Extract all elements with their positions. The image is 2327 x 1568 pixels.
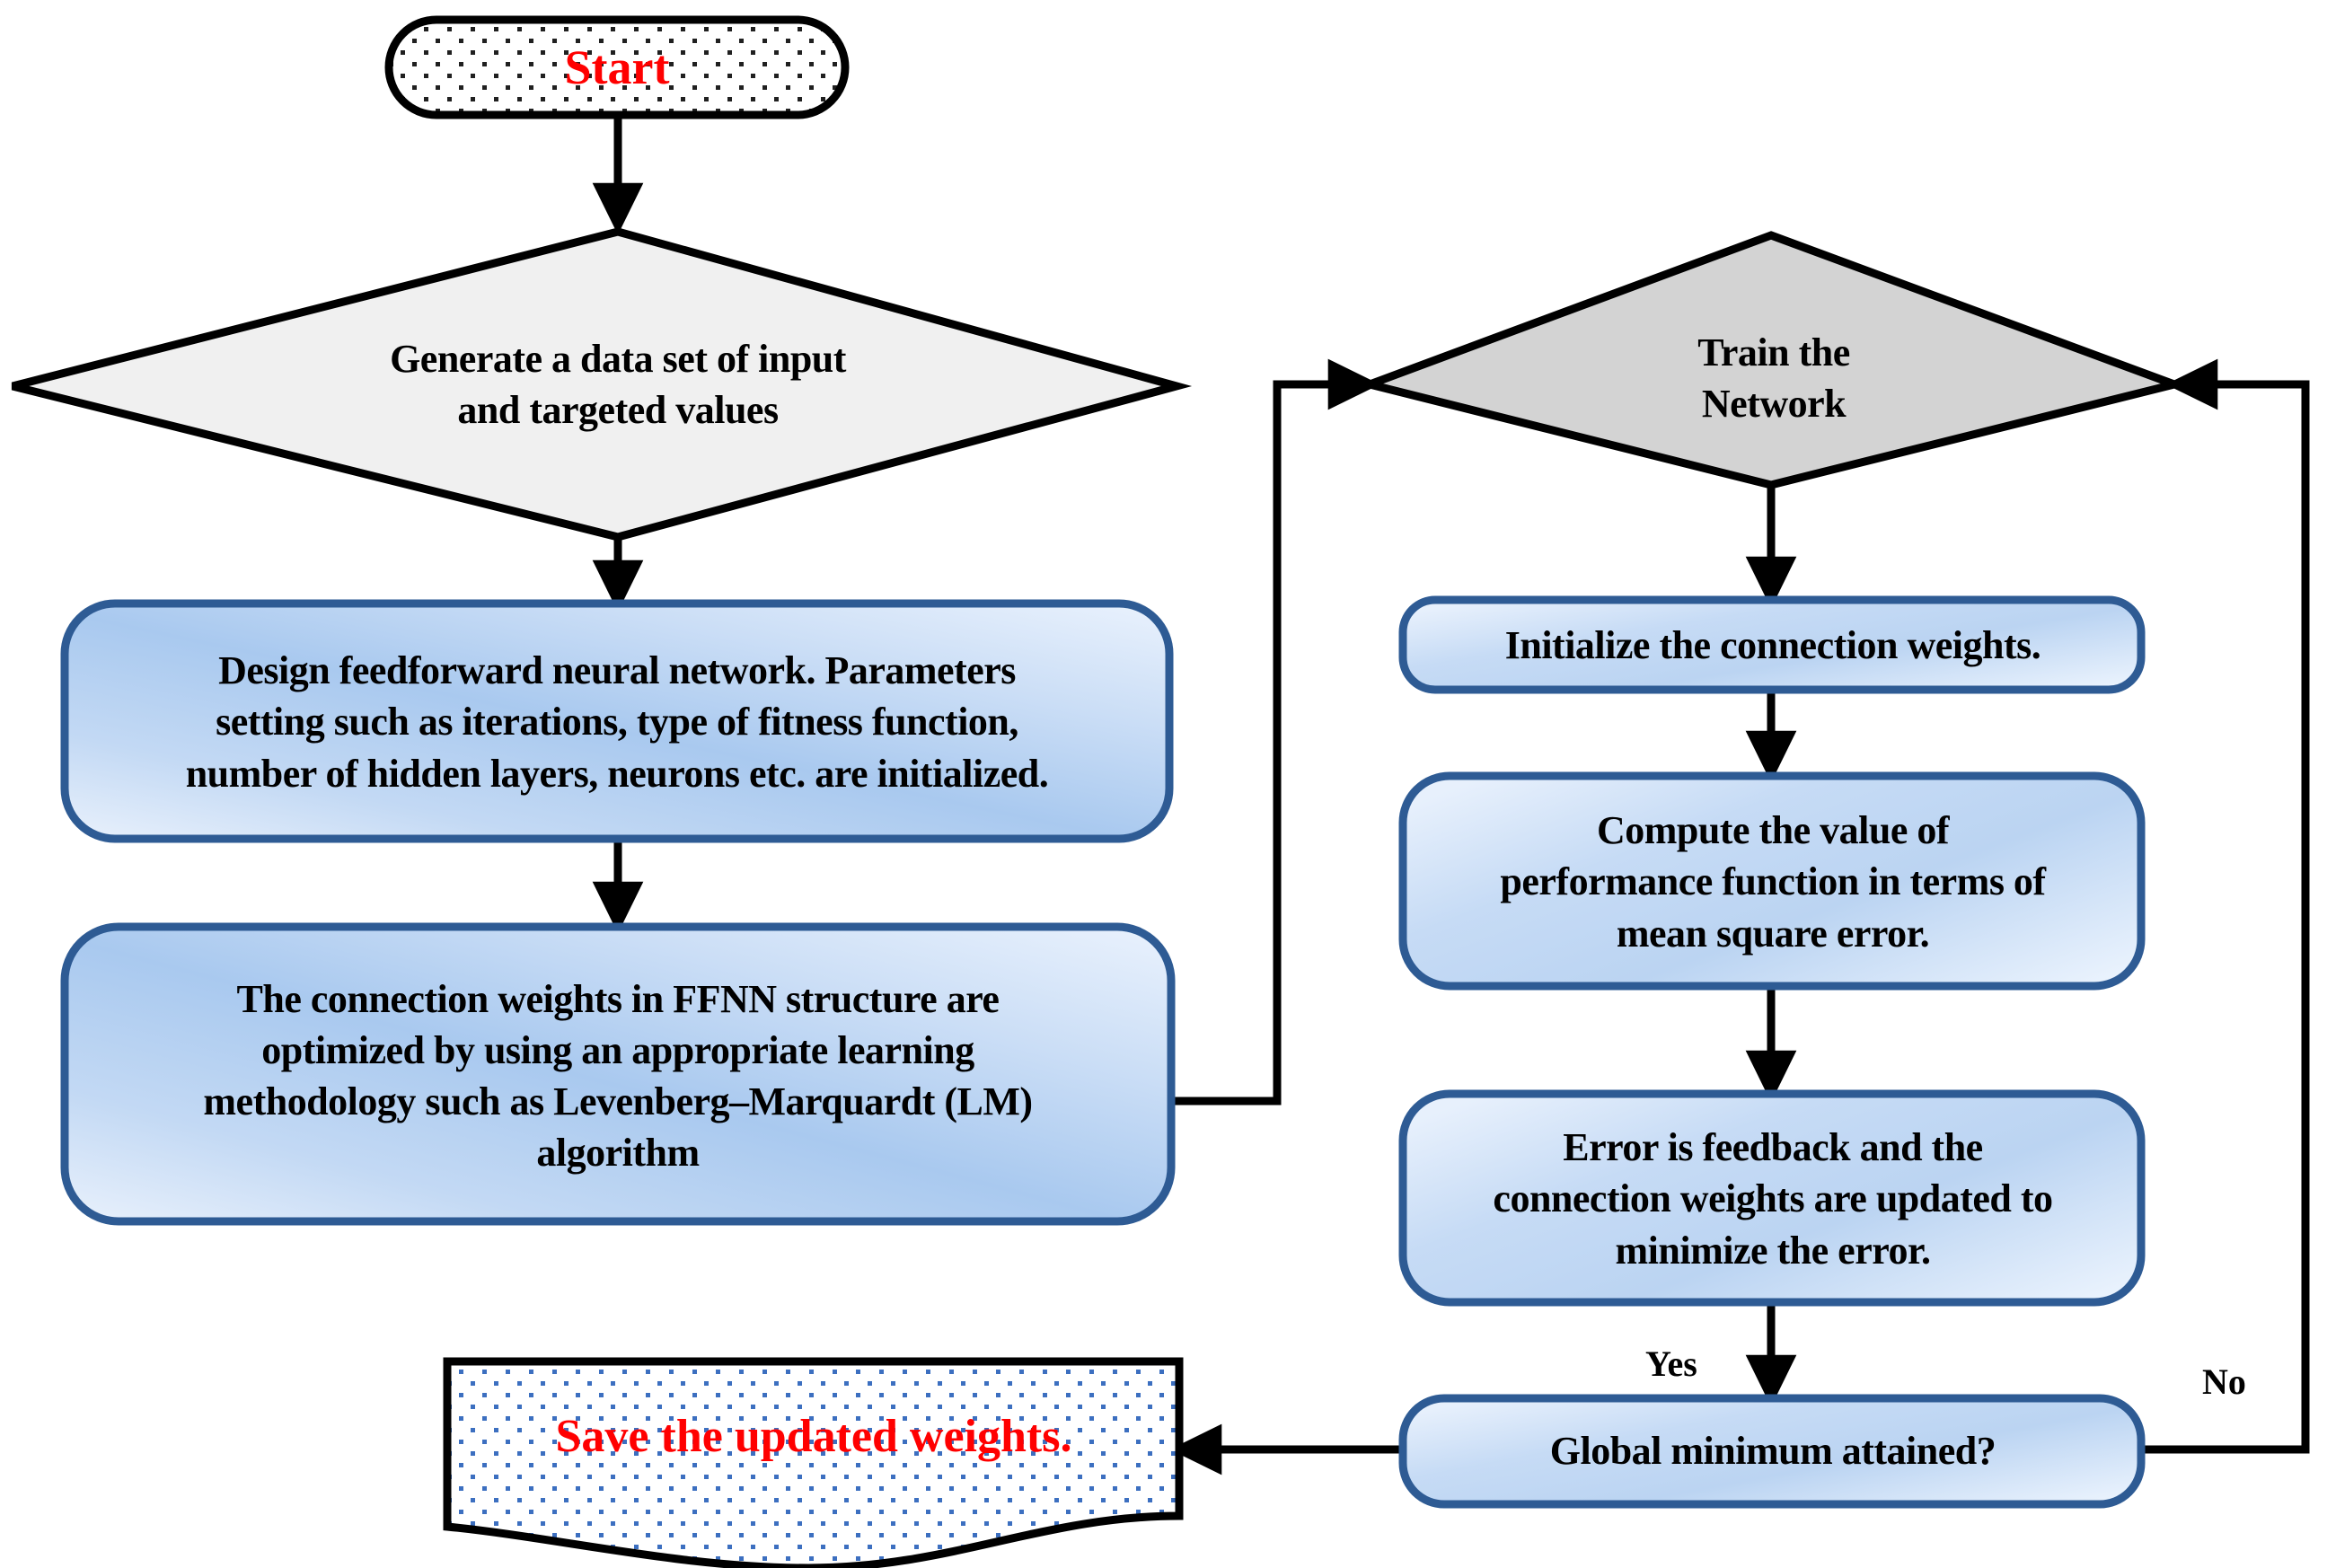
node-save-weights[interactable] [447,1361,1179,1559]
edge-label-no: No [2202,1361,2246,1402]
node-design-ffnn[interactable] [65,603,1169,839]
node-train-network[interactable] [1527,296,2021,472]
node-error-feedback[interactable] [1403,1094,2141,1302]
node-init-weights[interactable] [1403,600,2141,690]
node-design-ffnn-shape[interactable] [60,599,1174,843]
node-start-shape[interactable] [384,15,850,119]
node-compute-perf[interactable] [1403,776,2141,986]
node-optimize-weights-shape[interactable] [60,922,1176,1226]
edge-optimize-to-train [1173,358,1380,1106]
node-start[interactable] [389,20,845,115]
connector-group [592,112,2310,1476]
edge-global-no-to-train [2140,358,2310,1454]
node-train-network-shape[interactable] [1355,231,2189,489]
node-compute-perf-shape[interactable] [1398,771,2146,991]
node-init-weights-shape[interactable] [1398,595,2146,694]
node-generate-data-shape[interactable] [11,227,1193,542]
node-global-minimum-shape[interactable] [1398,1394,2146,1509]
node-optimize-weights[interactable] [65,927,1171,1221]
node-global-minimum[interactable] [1403,1398,2141,1504]
node-error-feedback-shape[interactable] [1398,1089,2146,1307]
edge-label-yes: Yes [1645,1343,1697,1384]
node-generate-data[interactable] [216,269,1020,503]
